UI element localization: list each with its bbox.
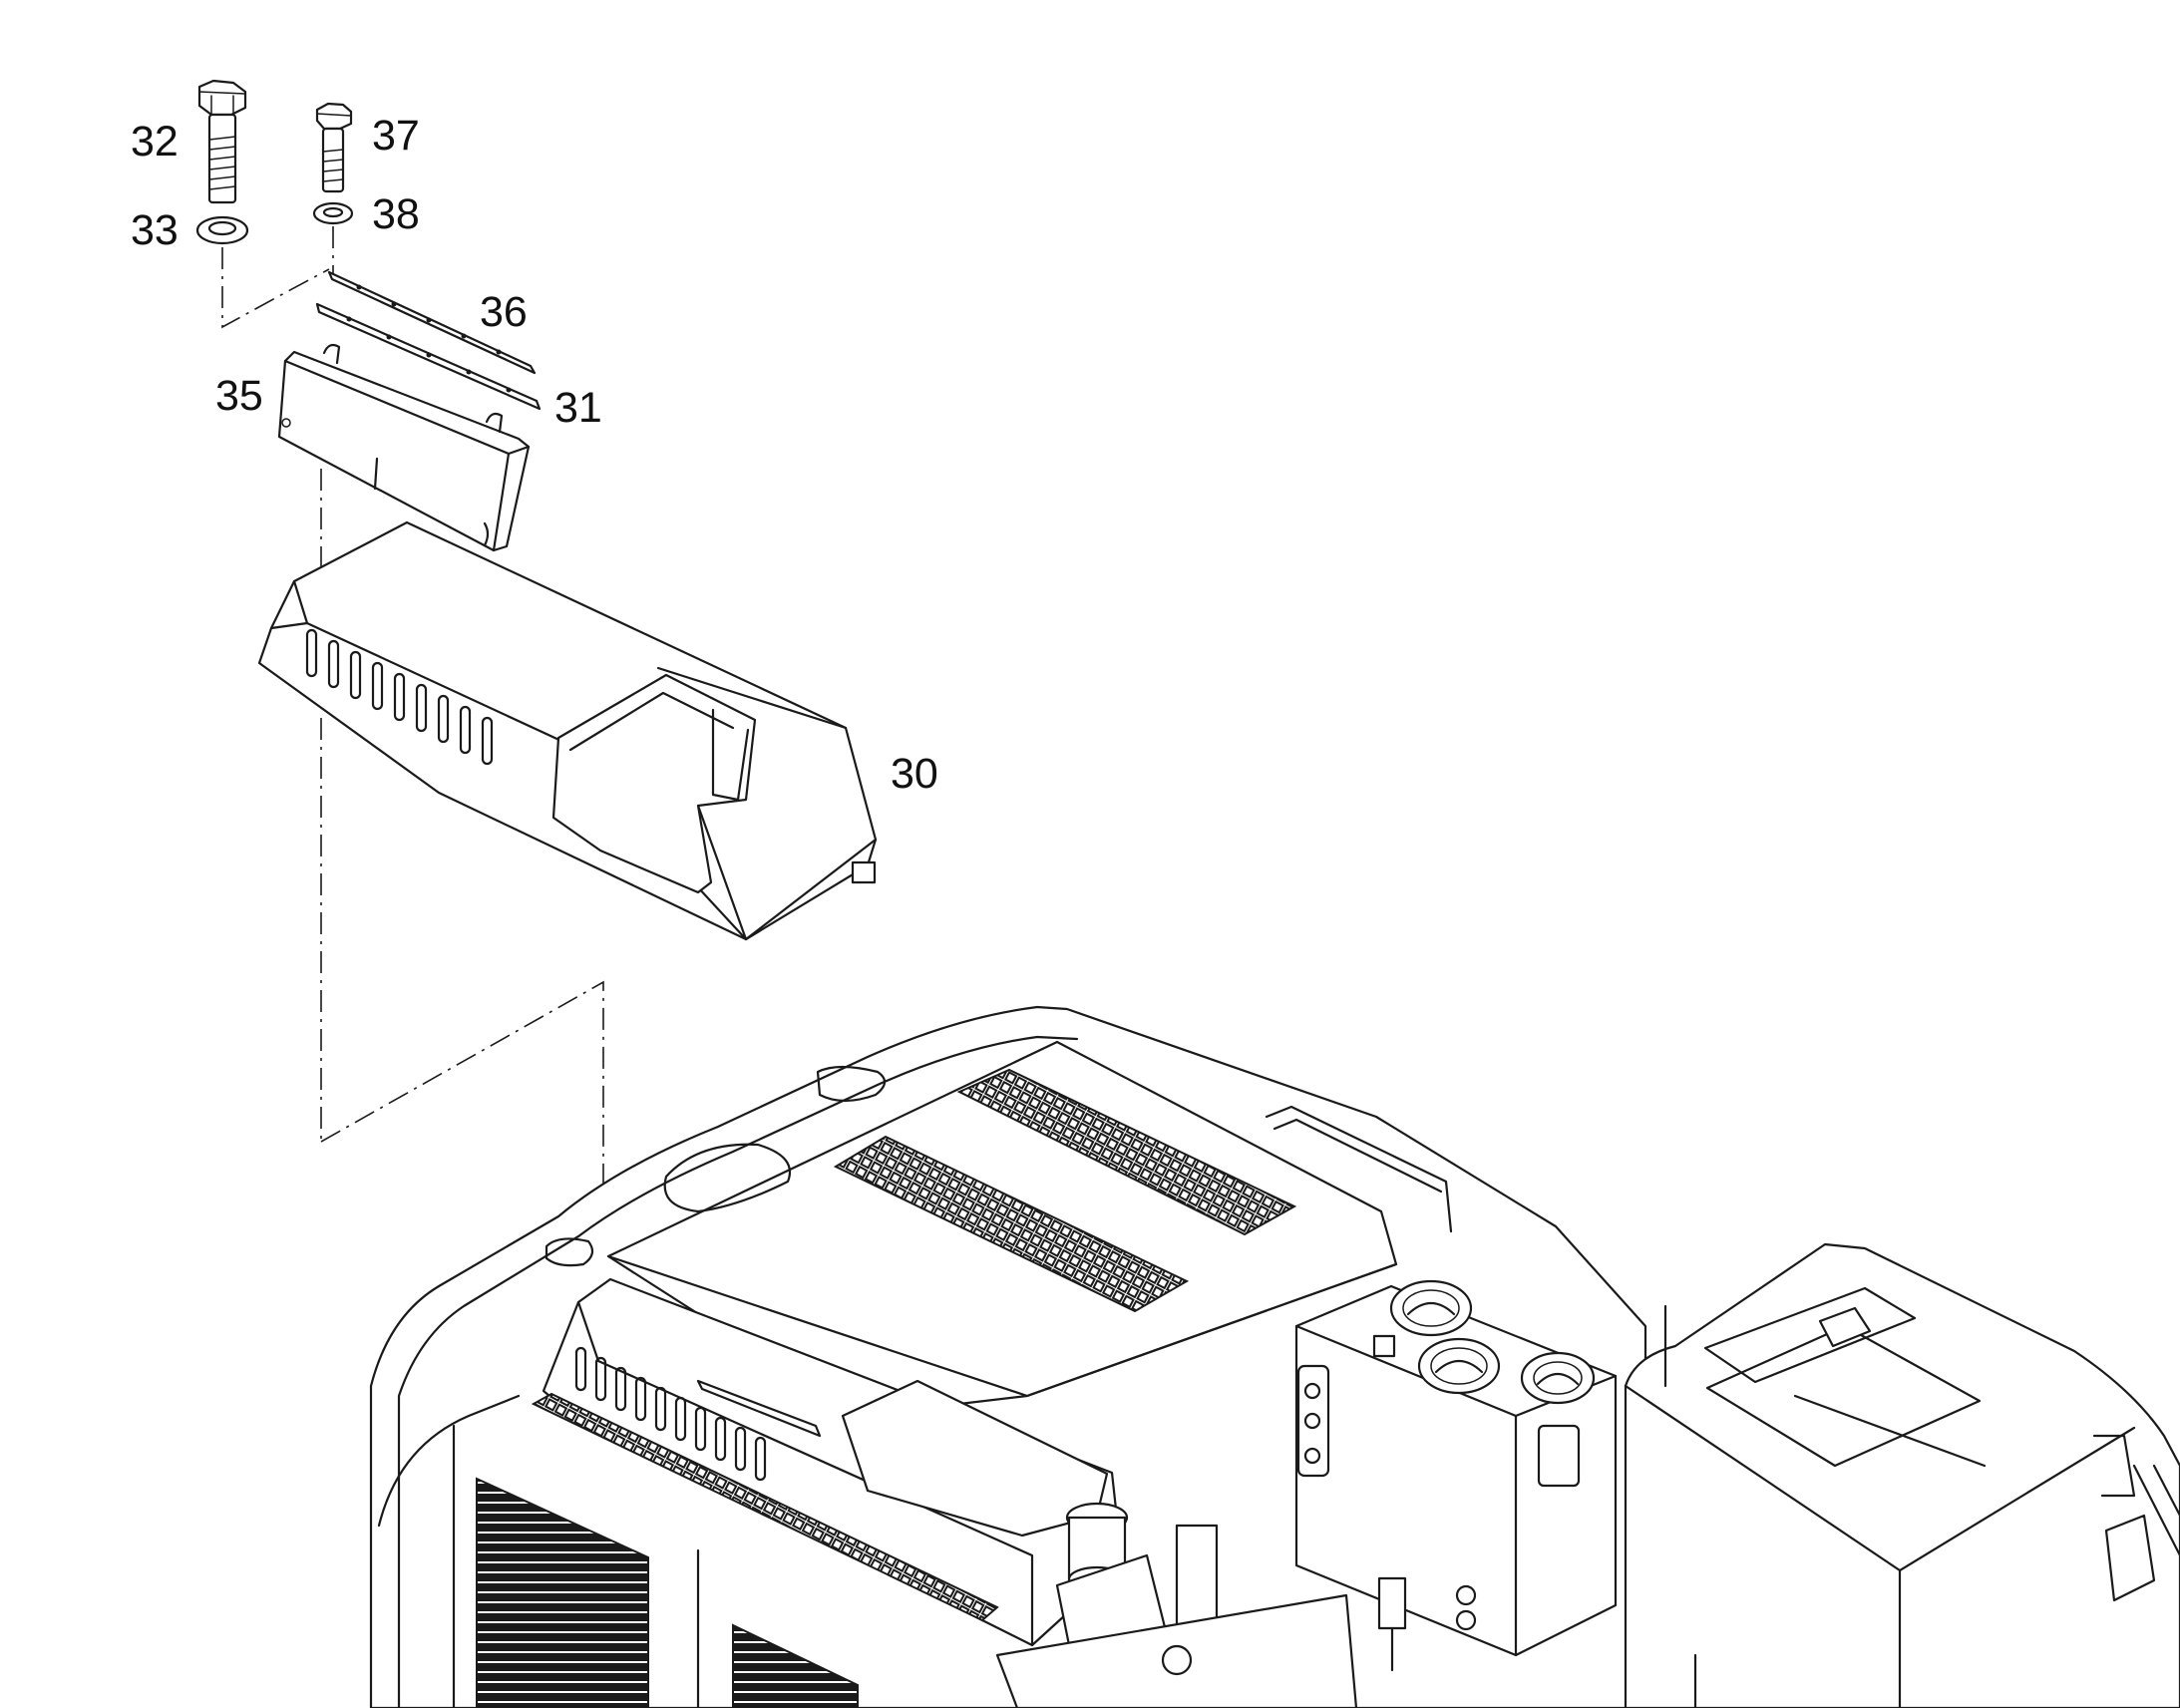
washer-38 <box>312 201 354 225</box>
callout-33: 33 <box>131 206 179 254</box>
callout-35: 35 <box>215 372 263 420</box>
callout-36: 36 <box>480 288 528 336</box>
callout-30: 30 <box>891 750 938 798</box>
callout-37: 37 <box>372 112 420 160</box>
hood-mesh-rear <box>956 1068 1297 1236</box>
side-louver-left <box>476 1477 649 1708</box>
side-mesh-band <box>531 1392 999 1622</box>
bracket-35 <box>277 343 531 552</box>
side-louver-right <box>732 1623 859 1708</box>
cover-30-slots <box>305 628 494 766</box>
center-cover-30 <box>257 520 878 941</box>
bolt-37 <box>315 102 353 193</box>
callouts: 32 33 37 38 36 35 31 30 <box>131 112 938 798</box>
assembly-line-lower <box>320 718 604 1281</box>
strip-36 <box>327 270 537 375</box>
callout-31: 31 <box>554 384 602 432</box>
installed-cover-slots <box>574 1346 767 1482</box>
callout-32: 32 <box>131 118 179 166</box>
strip-31 <box>315 302 542 411</box>
machine-body <box>369 1005 2180 1708</box>
callout-38: 38 <box>372 190 420 238</box>
bolt-32 <box>197 79 247 204</box>
washer-33 <box>195 215 249 245</box>
assembly-line-upper <box>221 226 334 578</box>
tank-caps <box>1389 1279 1596 1405</box>
hood-mesh-front <box>833 1135 1190 1313</box>
